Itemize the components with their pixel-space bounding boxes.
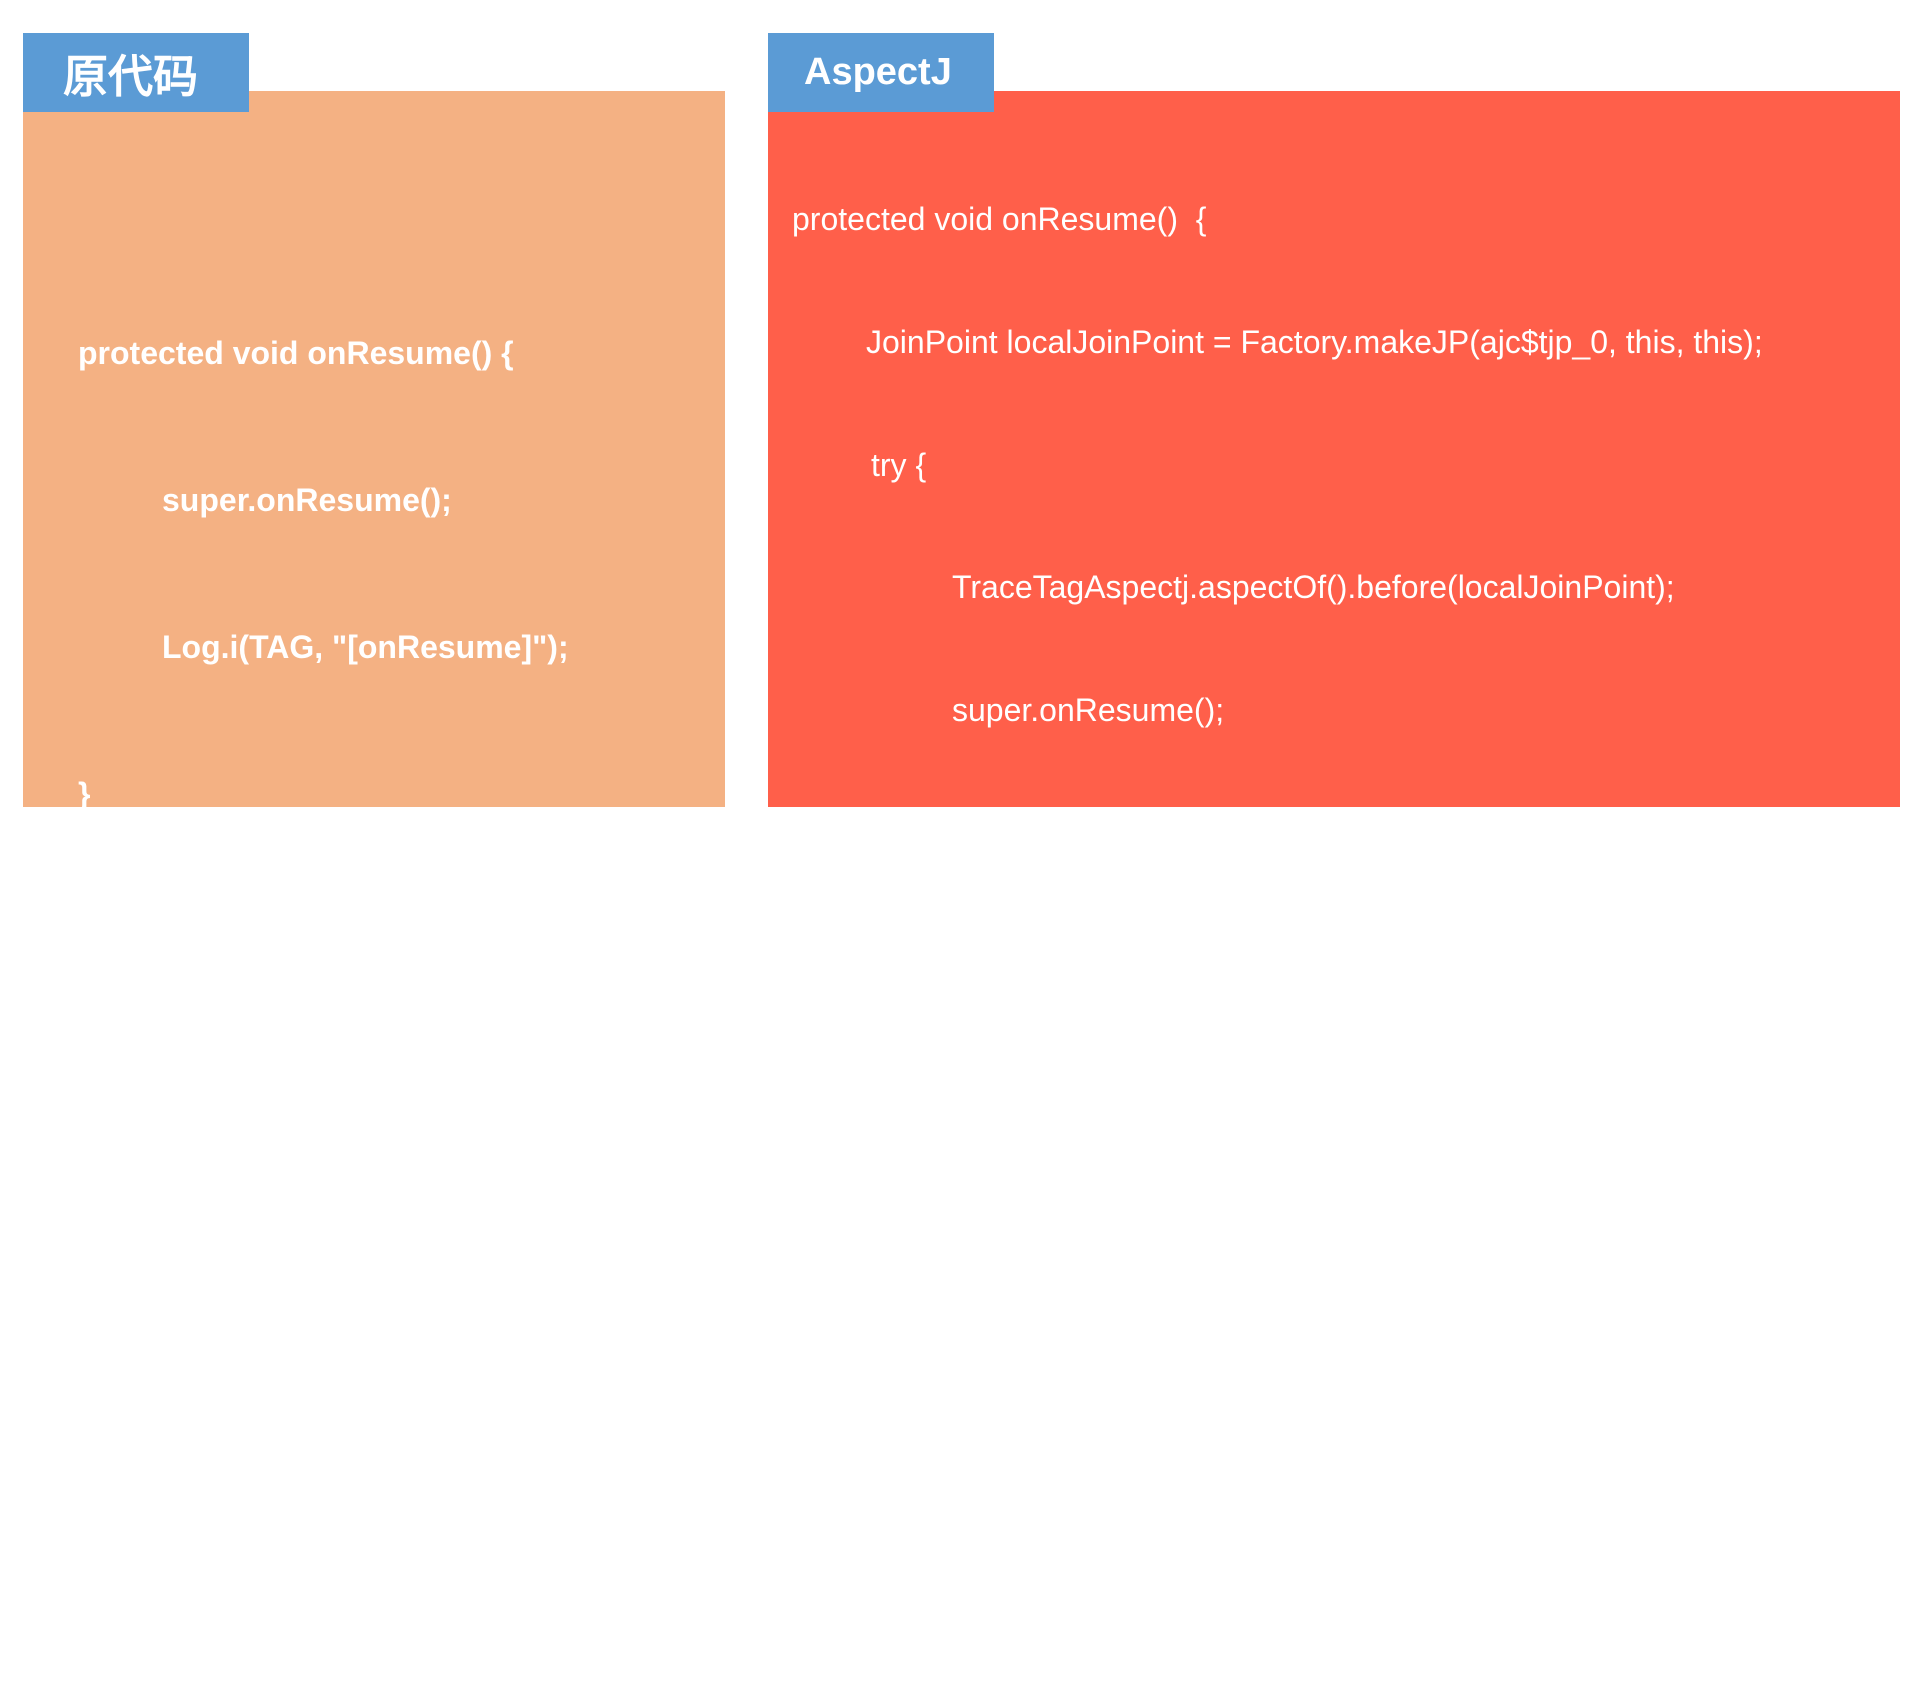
code-line: super.onResume(); — [162, 482, 452, 518]
code-line: JoinPoint localJoinPoint = Factory.makeJ… — [866, 323, 1763, 360]
code-line: protected void onResume() { — [792, 201, 1207, 237]
aspectj-code-block: protected void onResume() { JoinPoint lo… — [792, 121, 1763, 1696]
code-line: TraceTagAspectj.aspectOf().after(); — [952, 937, 1451, 974]
aspectj-title-text: AspectJ — [804, 51, 952, 93]
aspectj-code-panel — [768, 91, 1900, 807]
code-line: Log.i(TAG, "[onResume]"); — [162, 629, 569, 665]
code-line: } catch (Throwable localThrowable) { — [871, 1183, 1391, 1220]
code-line: } — [866, 1551, 877, 1588]
code-line: try { — [871, 446, 927, 483]
original-code-title-text: 原代码 — [63, 50, 199, 103]
code-line: } — [78, 776, 91, 812]
original-code-panel — [23, 91, 725, 807]
code-line: protected void onResume() { — [78, 335, 514, 371]
code-line: TraceTagAspectj.aspectOf().before(localJ… — [952, 569, 1675, 606]
code-line: super.onResume(); — [952, 692, 1225, 729]
code-line: return; — [952, 1060, 1045, 1097]
code-line: } — [792, 1674, 803, 1696]
code-line: throw localThrowable; — [952, 1428, 1264, 1465]
original-code-block: protected void onResume() { super.onResu… — [78, 254, 569, 879]
code-line: TraceTagAspectj.aspectOf().after(); — [952, 1306, 1451, 1343]
aspectj-title: AspectJ — [768, 33, 994, 112]
code-line: Log.i("MainActivity", "[onResume]"); — [952, 814, 1459, 851]
original-code-title: 原代码 — [23, 33, 249, 112]
